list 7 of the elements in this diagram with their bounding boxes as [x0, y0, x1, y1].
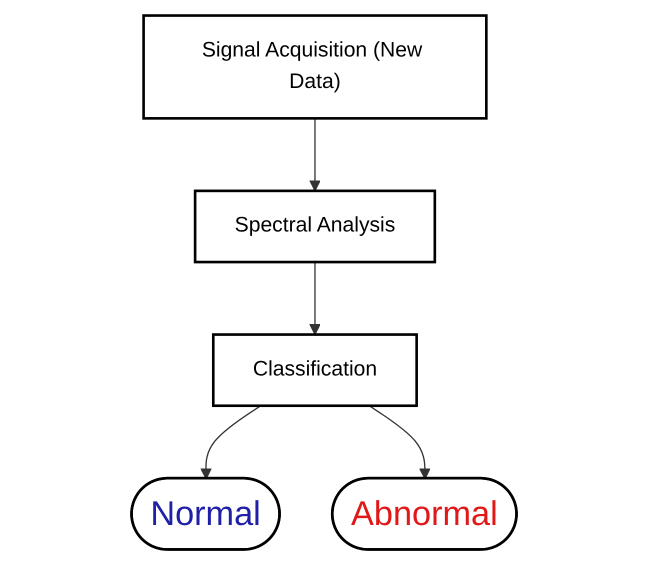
node-box: Signal Acquisition (New Data) — [142, 14, 488, 120]
node-box: Spectral Analysis — [194, 190, 437, 264]
arrow — [310, 118, 322, 192]
node-box: Classification — [212, 333, 418, 408]
arrow — [369, 405, 432, 480]
arrow — [200, 405, 262, 480]
arrow — [310, 262, 322, 336]
